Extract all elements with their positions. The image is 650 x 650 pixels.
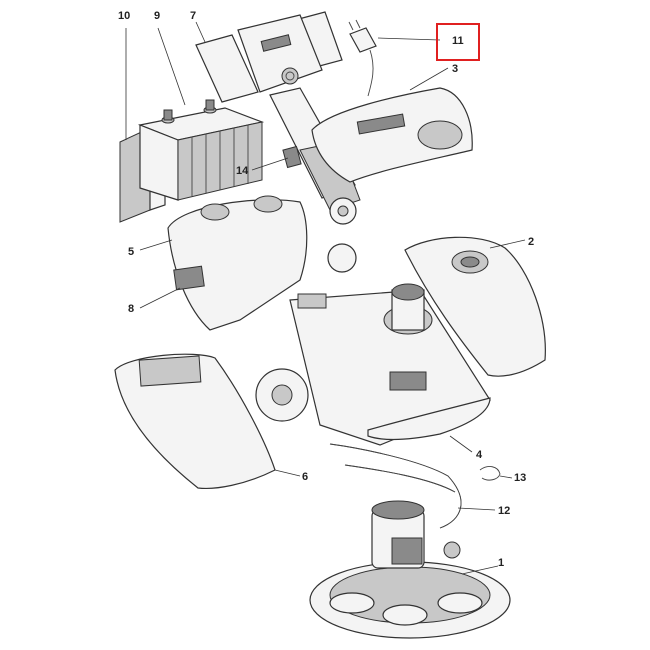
highlight-box-callout-11 [436, 23, 480, 61]
callout-3: 3 [452, 63, 458, 75]
callout-8: 8 [128, 303, 134, 315]
callout-7: 7 [190, 10, 196, 22]
part-brush-deck [309, 500, 511, 639]
callout-6: 6 [302, 471, 308, 483]
callout-13: 13 [514, 472, 526, 484]
part-power-cord [348, 19, 441, 97]
callout-4: 4 [476, 449, 483, 461]
part-front-bumper [367, 397, 491, 453]
part-label-panel [139, 287, 181, 309]
part-recovery-tank [404, 236, 546, 377]
callout-labels: 1 2 3 4 5 6 7 8 9 10 11 12 13 14 [118, 10, 534, 569]
part-top-cover [311, 67, 473, 183]
callout-14: 14 [236, 165, 249, 177]
part-battery [137, 27, 265, 201]
callout-11: 11 [452, 35, 464, 47]
callout-5: 5 [128, 246, 134, 258]
part-main-frame [255, 243, 491, 446]
part-clip [479, 466, 513, 481]
part-chassis-shell [139, 195, 308, 331]
callout-1: 1 [498, 557, 504, 569]
callout-9: 9 [154, 10, 160, 22]
callout-12: 12 [498, 505, 510, 517]
part-front-shell [114, 353, 301, 489]
callout-2: 2 [528, 236, 534, 248]
callout-10: 10 [118, 10, 130, 22]
part-handle-clamp [251, 145, 302, 171]
part-suction-hose [329, 443, 496, 529]
